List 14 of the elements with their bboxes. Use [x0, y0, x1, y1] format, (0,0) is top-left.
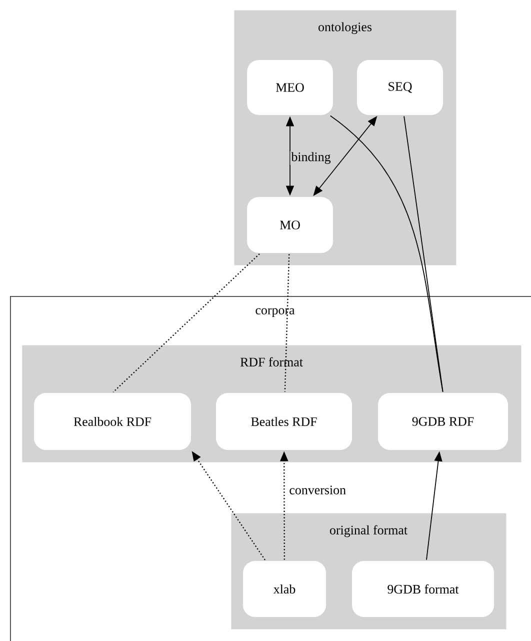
edge-label: binding: [290, 151, 332, 165]
rounded-box: Beatles RDF: [216, 393, 352, 450]
rounded-box: xlab: [243, 561, 326, 617]
rounded-box: Realbook RDF: [34, 393, 191, 450]
group-title: original format: [330, 525, 408, 538]
group-title: ontologies: [318, 22, 372, 34]
rounded-box: 9GDB RDF: [378, 393, 508, 450]
edge-label: conversion: [288, 484, 348, 496]
rounded-box: MO: [247, 197, 333, 253]
rounded-box: MEO: [247, 60, 333, 115]
rounded-box: SEQ: [357, 60, 443, 115]
group-title: RDF format: [240, 357, 303, 366]
rounded-box: 9GDB format: [352, 561, 494, 617]
group-title: corpora: [256, 308, 295, 318]
